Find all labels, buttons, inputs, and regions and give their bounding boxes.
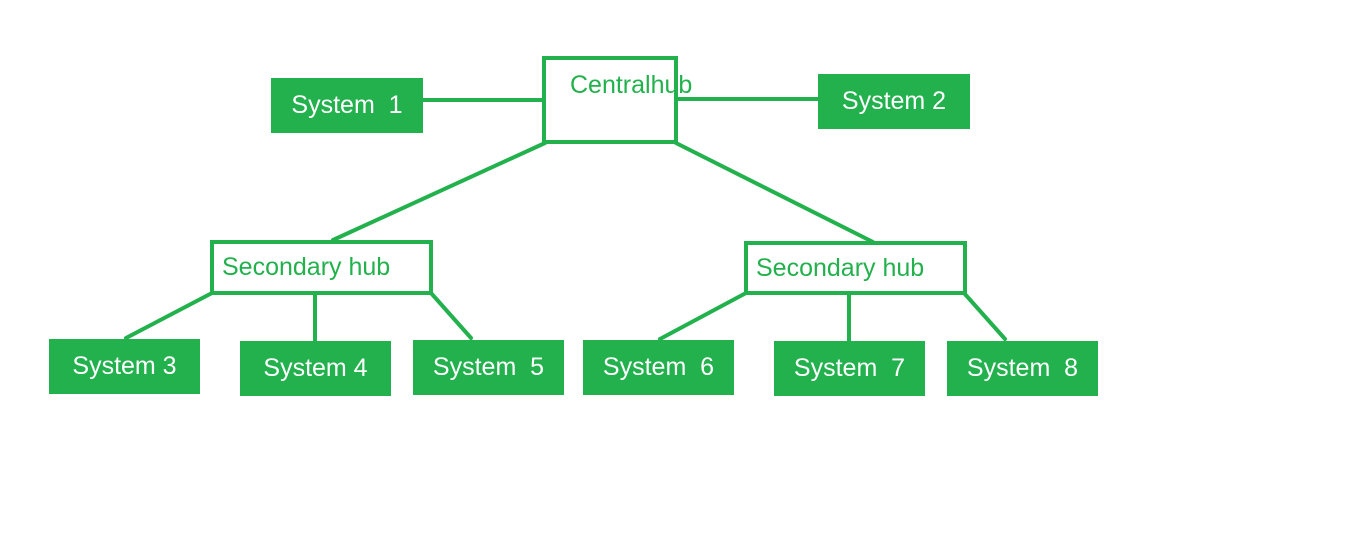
system-label: System 8 [966, 354, 1079, 382]
system-5: System 5 [413, 340, 564, 395]
system-1: System 1 [271, 78, 423, 133]
system-label: System 7 [793, 354, 906, 382]
system-label: System 6 [602, 353, 715, 381]
central-hub-label-line2: hub [650, 71, 693, 99]
system-4: System 4 [240, 341, 391, 396]
edge-central-secondary-right [674, 141, 875, 244]
system-label: System 5 [432, 353, 545, 381]
central-hub-label-line1: Central [570, 71, 651, 99]
system-label: System 2 [841, 87, 947, 115]
secondary-hub-label: Secondary hub [222, 253, 391, 281]
edge-secondary-right-system-8 [962, 291, 1007, 341]
secondary-hub-right: Secondary hub [744, 241, 967, 295]
edge-secondary-left-system-3 [124, 291, 214, 340]
system-7: System 7 [774, 341, 925, 396]
edge-secondary-left-system-5 [429, 291, 473, 340]
secondary-hub-label: Secondary hub [756, 253, 925, 282]
system-2: System 2 [818, 74, 970, 129]
system-3: System 3 [49, 339, 200, 394]
edge-secondary-right-system-6 [658, 291, 748, 341]
central-hub: Central hub [542, 56, 692, 144]
system-6: System 6 [583, 340, 734, 395]
secondary-hub-left: Secondary hub [210, 240, 433, 295]
system-label: System 3 [72, 352, 177, 380]
system-8: System 8 [947, 341, 1098, 396]
edge-central-secondary-left [331, 141, 547, 242]
system-label: System 1 [291, 91, 403, 119]
system-label: System 4 [263, 354, 368, 382]
